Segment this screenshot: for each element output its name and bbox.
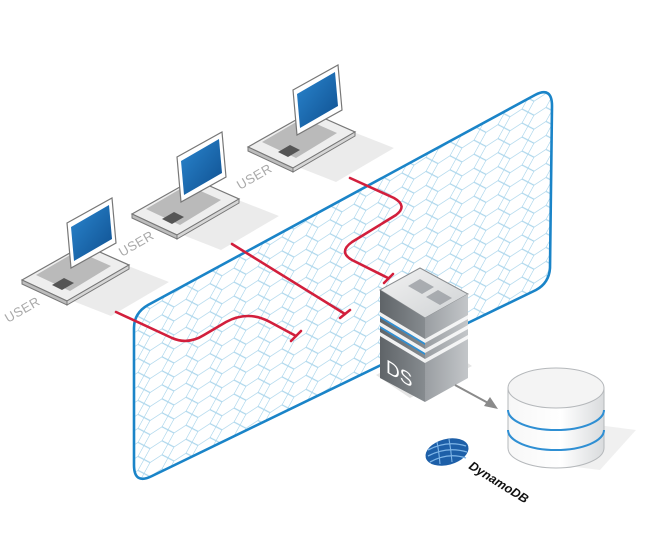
arrow-to-database: [454, 384, 498, 409]
screen-icon: [71, 205, 112, 261]
connection-line-2: [230, 242, 347, 316]
connections: [114, 176, 403, 343]
connection-stop-2: [338, 308, 352, 320]
laptop-user-2: [130, 131, 279, 250]
database-cylinder: [507, 367, 636, 470]
user-label-1: USER: [234, 161, 275, 193]
connection-stop-3: [289, 329, 303, 343]
screen-icon: [181, 139, 222, 195]
dynamodb-label: DynamoDB: [466, 459, 531, 507]
connection-line-1: [343, 176, 403, 280]
connection-stop-1: [382, 272, 395, 285]
ds-server: DS: [376, 267, 472, 402]
laptop-user-3: [20, 197, 169, 316]
laptop-user-1: [246, 64, 394, 182]
screen-icon: [297, 72, 338, 128]
user-label-3: USER: [2, 294, 43, 326]
connection-line-3: [114, 310, 298, 343]
user-label-2: USER: [116, 228, 157, 260]
